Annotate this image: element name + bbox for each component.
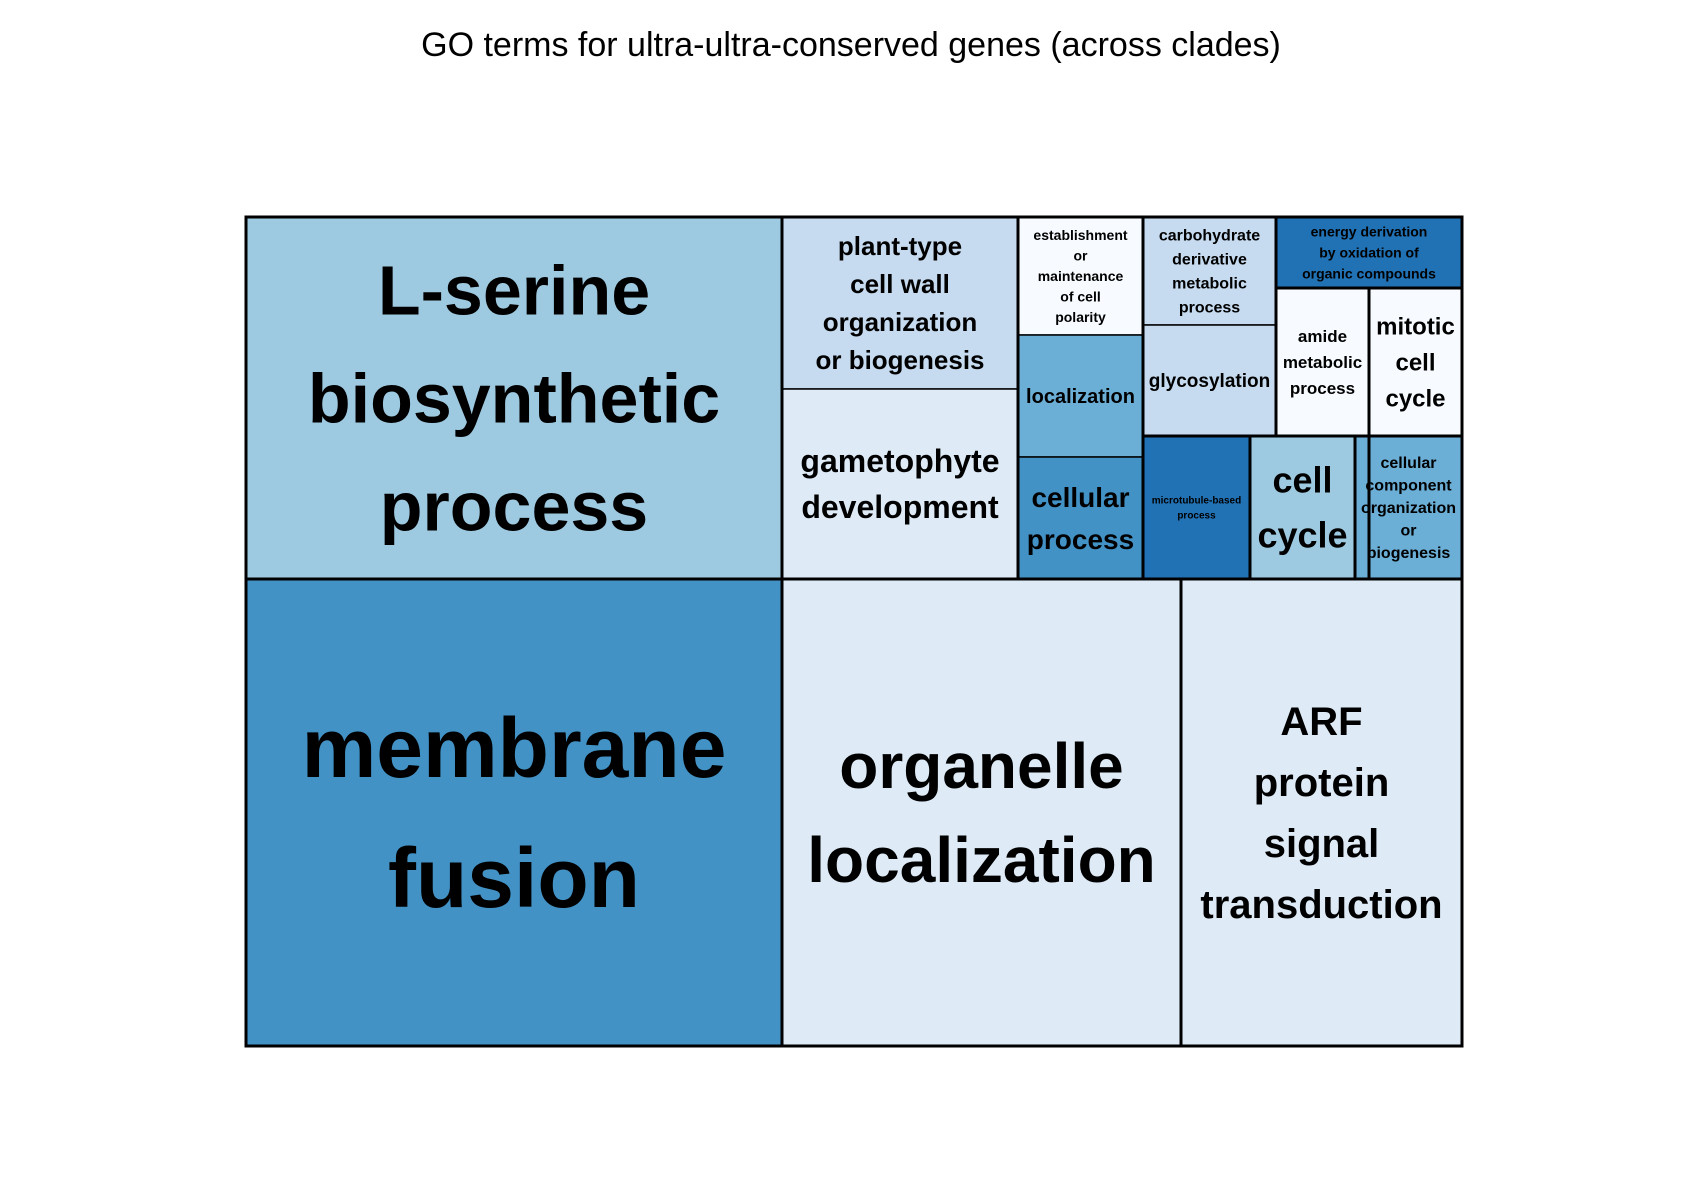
treemap-label-cellular-process: cellular process (1027, 482, 1134, 555)
treemap-label-line: glycosylation (1149, 371, 1270, 392)
treemap-label-line: organization (1361, 500, 1456, 517)
treemap-label-line: cell (1272, 460, 1332, 501)
treemap-label-line: gametophyte (800, 443, 999, 479)
treemap-label-line: membrane (302, 701, 727, 795)
treemap-group-microtubule-based-process: microtubule-based process (1142, 435, 1251, 580)
treemap-label-line: amide (1298, 327, 1347, 346)
treemap-label-line: cycle (1257, 515, 1347, 556)
treemap-label-l-serine-biosynthetic-process: L-serine biosynthetic process (308, 252, 720, 546)
treemap-label-line: development (801, 489, 999, 525)
treemap-group-cellular-component-organization-or-biogenesis: cellular component organization or biogenesi… (1354, 435, 1463, 580)
treemap-tile-gametophyte-development (781, 388, 1019, 580)
treemap-label-gametophyte-development: gametophyte development (800, 443, 999, 525)
treemap-group-borders (244, 215, 1464, 1048)
treemap-group-border (1141, 434, 1252, 581)
treemap-tile-microtubule-based-process (1142, 435, 1251, 580)
treemap-label-line: derivative (1172, 252, 1247, 269)
treemap-label-line: mitotic (1376, 313, 1455, 340)
treemap-label-membrane-fusion: membrane fusion (302, 701, 727, 925)
treemap-label-line: process (380, 468, 648, 546)
treemap-label-line: energy derivation (1311, 223, 1428, 239)
treemap-group-plant-type-cell-wall-organization-or-biogenesis: plant-type cell wall organization or biogen… (781, 216, 1019, 580)
treemap-label-line: cycle (1385, 385, 1445, 412)
treemap-label-plant-type-cell-wall-organization-or-biogenesis: plant-type cell wall organization or biogen… (815, 231, 984, 375)
treemap-group-arf-protein-signal-transduction: ARF protein signal transduction (1180, 578, 1463, 1047)
treemap-label-line: plant-type (838, 231, 962, 261)
treemap-tile-plant-type-cell-wall-organization-or-biogenesis (781, 216, 1019, 390)
treemap-tile-organelle-localization (781, 578, 1182, 1047)
treemap-tile-establishment-or-maintenance-of-cell-polarity (1017, 216, 1144, 336)
treemap-label-line: or (1401, 523, 1417, 540)
treemap-label-arf-protein-signal-transduction: ARF protein signal transduction (1200, 700, 1442, 927)
treemap-label-line: organelle (839, 730, 1124, 802)
treemap-group-border (1179, 577, 1464, 1048)
treemap-label-line: biogenesis (1367, 545, 1451, 562)
treemap-label-line: localization (807, 824, 1156, 896)
treemap-label-line: biosynthetic (308, 360, 720, 438)
treemap-label-amide-metabolic-process: amide metabolic process (1283, 327, 1362, 398)
treemap-label-line: cellular (1380, 455, 1436, 472)
treemap-label-line: by oxidation of (1319, 244, 1419, 260)
treemap-label-line: cellular (1031, 482, 1129, 513)
treemap-label-establishment-or-maintenance-of-cell-polarity: establishment or maintenance of cell polarit… (1033, 227, 1127, 325)
treemap-label-line: or (1074, 247, 1089, 263)
treemap-label-energy-derivation-by-oxidation-of-organic-compounds: energy derivation by oxidation of organic … (1302, 223, 1436, 281)
treemap-label-line: establishment (1033, 227, 1127, 243)
treemap-label-line: polarity (1055, 309, 1106, 325)
treemap-label-line: fusion (388, 831, 640, 925)
treemap-tile-membrane-fusion (245, 578, 783, 1047)
treemap-label-glycosylation: glycosylation (1149, 371, 1270, 392)
treemap-label-line: process (1027, 524, 1134, 555)
treemap-label-carbohydrate-derivative-metabolic-process: carbohydrate derivative metabolic process (1159, 228, 1260, 317)
treemap-group-l-serine-biosynthetic-process: L-serine biosynthetic process (245, 216, 783, 580)
treemap-label-line: maintenance (1038, 268, 1124, 284)
treemap-group-mitotic-cell-cycle: mitotic cell cycle cell cycle (1249, 287, 1463, 580)
treemap-label-mitotic-cell-cycle: mitotic cell cycle (1376, 313, 1455, 412)
treemap-group-carbohydrate-derivative-metabolic-process: carbohydrate derivative metabolic process gl… (1142, 216, 1277, 437)
treemap-label-line: organization (823, 307, 978, 337)
treemap-label-line: metabolic (1172, 276, 1247, 293)
treemap-label-line: component (1365, 478, 1452, 495)
treemap-label-line: cell (1395, 349, 1435, 376)
treemap-label-line: signal (1264, 822, 1380, 866)
treemap-tile-carbohydrate-derivative-metabolic-process (1142, 216, 1277, 326)
treemap-label-line: L-serine (378, 252, 650, 330)
treemap-label-cellular-component-organization-or-biogenesis: cellular component organization or biogenesi… (1361, 455, 1456, 562)
treemap-group-membrane-fusion: membrane fusion (245, 578, 783, 1047)
treemap-tile-cellular-process (1017, 456, 1144, 580)
treemap-tile-arf-protein-signal-transduction (1180, 578, 1463, 1047)
treemap-label-line: cell wall (850, 269, 950, 299)
treemap-group-amide-metabolic-process: amide metabolic process (1275, 287, 1370, 437)
treemap-tiles: L-serine biosynthetic process membrane fusio… (245, 216, 1463, 1047)
treemap-tile-mitotic-cell-cycle (1368, 287, 1463, 437)
treemap-label-localization: localization (1026, 386, 1135, 408)
chart-title: GO terms for ultra-ultra-conserved genes… (421, 26, 1281, 64)
treemap-label-line: of cell (1060, 288, 1100, 304)
treemap-label-line: microtubule-based (1152, 496, 1241, 507)
treemap-group-border (1353, 434, 1464, 581)
treemap-group-establishment-or-maintenance-of-cell-polarity: establishment or maintenance of cell polarit… (1017, 216, 1144, 580)
treemap-label-line: organic compounds (1302, 265, 1436, 281)
treemap-label-microtubule-based-process: microtubule-based process (1152, 496, 1241, 522)
treemap-label-cell-cycle: cell cycle (1257, 460, 1347, 556)
treemap-tile-glycosylation (1142, 324, 1277, 437)
treemap-label-line: localization (1026, 386, 1135, 408)
treemap-tile-l-serine-biosynthetic-process (245, 216, 783, 580)
treemap-label-line: process (1179, 300, 1240, 317)
treemap-group-organelle-localization: organelle localization (781, 578, 1182, 1047)
treemap-group-energy-derivation-by-oxidation-of-organic-compounds: energy derivation by oxidation of organic … (1275, 216, 1463, 289)
treemap-label-line: protein (1254, 761, 1390, 805)
treemap-label-line: metabolic (1283, 353, 1362, 372)
treemap-label-line: transduction (1200, 883, 1442, 927)
treemap-label-line: process (1290, 379, 1355, 398)
treemap-tile-localization (1017, 334, 1144, 458)
treemap-label-line: or biogenesis (815, 345, 984, 375)
treemap-label-organelle-localization: organelle localization (807, 730, 1156, 896)
treemap-label-line: carbohydrate (1159, 228, 1260, 245)
treemap-label-line: ARF (1280, 700, 1362, 744)
treemap-label-line: process (1177, 511, 1216, 522)
treemap-tile-cell-cycle (1249, 435, 1356, 580)
